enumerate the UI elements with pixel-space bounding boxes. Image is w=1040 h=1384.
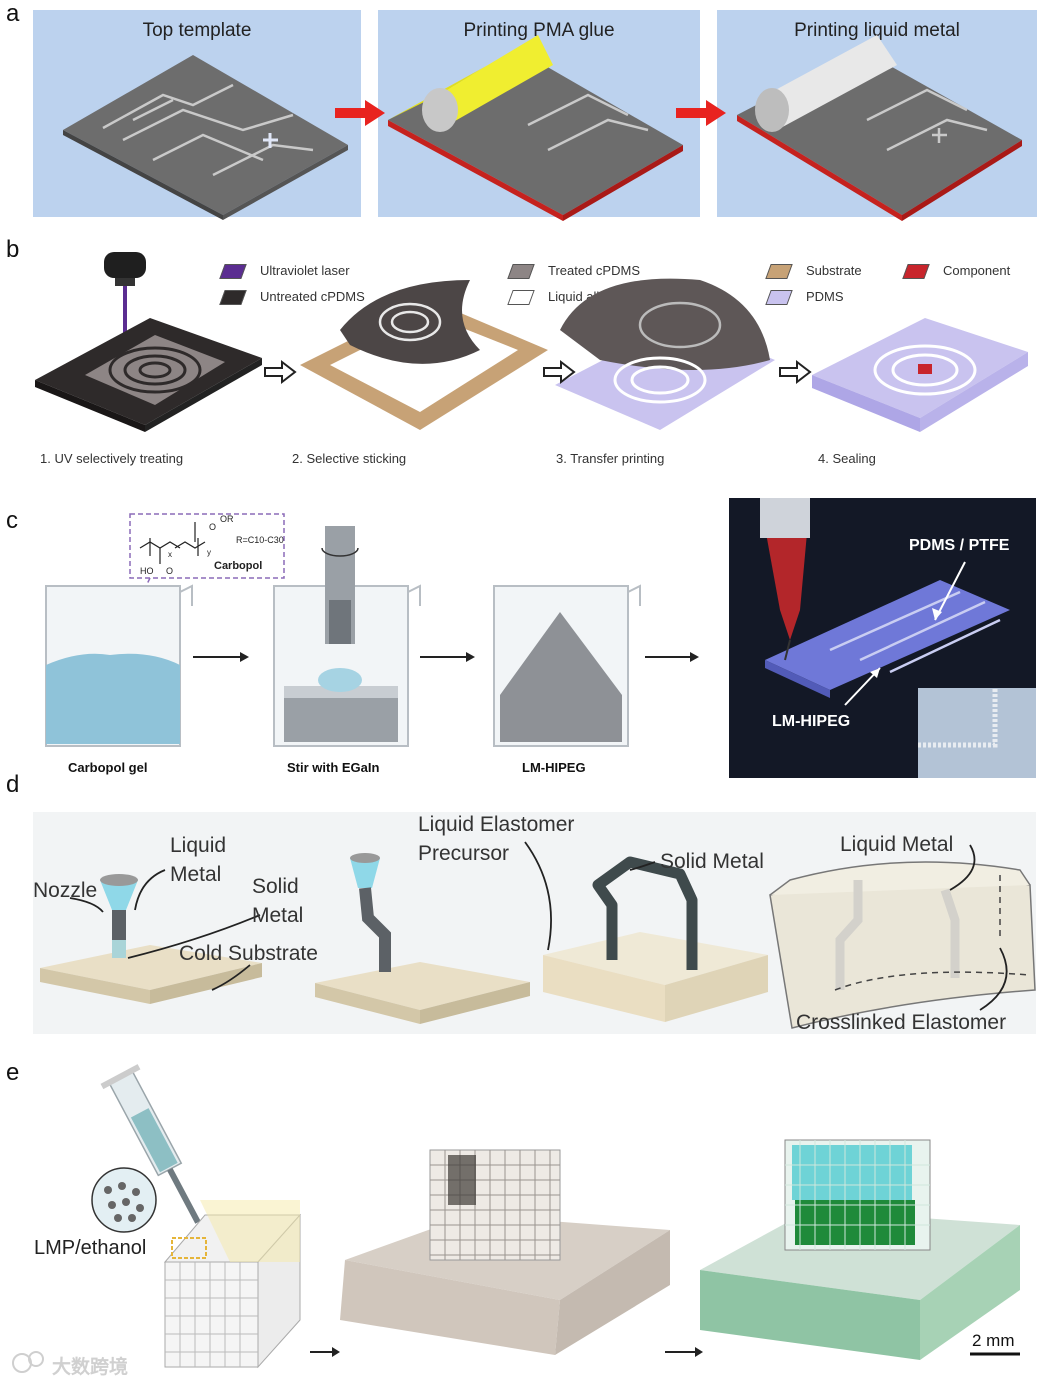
chem-group-ho: HO — [140, 566, 154, 576]
panel-letter-b: b — [6, 236, 20, 263]
arrow-right-icon — [264, 359, 297, 385]
beaker-label: Carbopol gel — [68, 760, 148, 775]
step-label: 2. Selective sticking — [292, 451, 407, 466]
arrow-right-icon — [543, 359, 576, 385]
circuit-board-illustration — [63, 55, 348, 220]
legend-label: Component — [943, 263, 1011, 278]
photo-label-pdms: PDMS / PTFE — [909, 537, 1010, 554]
panel-b-illustration — [35, 252, 1028, 432]
panel-a-lm: Printing liquid metal — [717, 10, 1037, 221]
chem-name: Carbopol — [214, 560, 263, 572]
label-lmp-ethanol: LMP/ethanol — [34, 1237, 147, 1259]
arrow-right-icon — [779, 359, 812, 385]
panel-a-title-1: Top template — [142, 20, 252, 41]
beaker-label: Stir with EGaIn — [287, 760, 380, 775]
scale-bar-label: 2 mm — [972, 1331, 1015, 1350]
panel-letter-a: a — [6, 0, 20, 27]
watermark: 大数跨境 — [52, 1357, 129, 1378]
label-nozzle: Nozzle — [33, 879, 98, 902]
arrow-right-icon — [335, 100, 385, 126]
label-liquid-metal-2: Liquid Metal — [840, 833, 954, 856]
panel-a-pma: Printing PMA glue — [378, 10, 700, 221]
panel-letter-e: e — [6, 1059, 20, 1086]
label-cold-substrate: Cold Substrate — [179, 942, 318, 965]
panel-letter-d: d — [6, 771, 20, 798]
legend-label: Substrate — [806, 263, 862, 278]
beaker-label: LM-HIPEG — [522, 760, 586, 775]
legend-label: Ultraviolet laser — [260, 263, 350, 278]
label-liquid-elastomer: Liquid Elastomer Precursor — [418, 813, 575, 865]
chem-group-or: OR — [220, 514, 234, 524]
chem-group-o1: O — [209, 522, 217, 532]
panel-d-illustration — [33, 812, 1036, 1034]
photo-label-lmhipeg: LM-HIPEG — [772, 713, 851, 730]
step-label: 3. Transfer printing — [556, 451, 665, 466]
panel-a-arrows — [335, 100, 726, 126]
label-solid-metal: Solid Metal — [252, 875, 304, 927]
step-label: 4. Sealing — [818, 451, 876, 466]
chem-group-y: y — [207, 548, 211, 557]
chem-formula: R=C10-C30 — [236, 535, 284, 545]
chem-group-o2: O — [166, 566, 174, 576]
step-label: 1. UV selectively treating — [40, 451, 184, 466]
liquid-metal-roller-illustration — [737, 35, 1022, 221]
panel-a-template: Top template — [33, 10, 361, 220]
legend-label: Treated cPDMS — [548, 263, 640, 278]
panel-a-title-2: Printing PMA glue — [463, 20, 615, 41]
pma-glue-roller-illustration — [388, 35, 683, 221]
chem-group-x: x — [168, 550, 172, 559]
label-crosslinked: Crosslinked Elastomer — [796, 1011, 1007, 1034]
panel-c-illustration — [45, 498, 1036, 778]
label-solid-metal-2: Solid Metal — [660, 850, 764, 873]
panel-a-title-3: Printing liquid metal — [794, 20, 960, 41]
arrow-right-icon — [676, 100, 726, 126]
panel-letter-c: c — [6, 507, 18, 534]
legend-label: PDMS — [806, 289, 844, 304]
label-liquid-metal: Liquid Metal — [170, 834, 227, 886]
legend-label: Untreated cPDMS — [260, 289, 365, 304]
